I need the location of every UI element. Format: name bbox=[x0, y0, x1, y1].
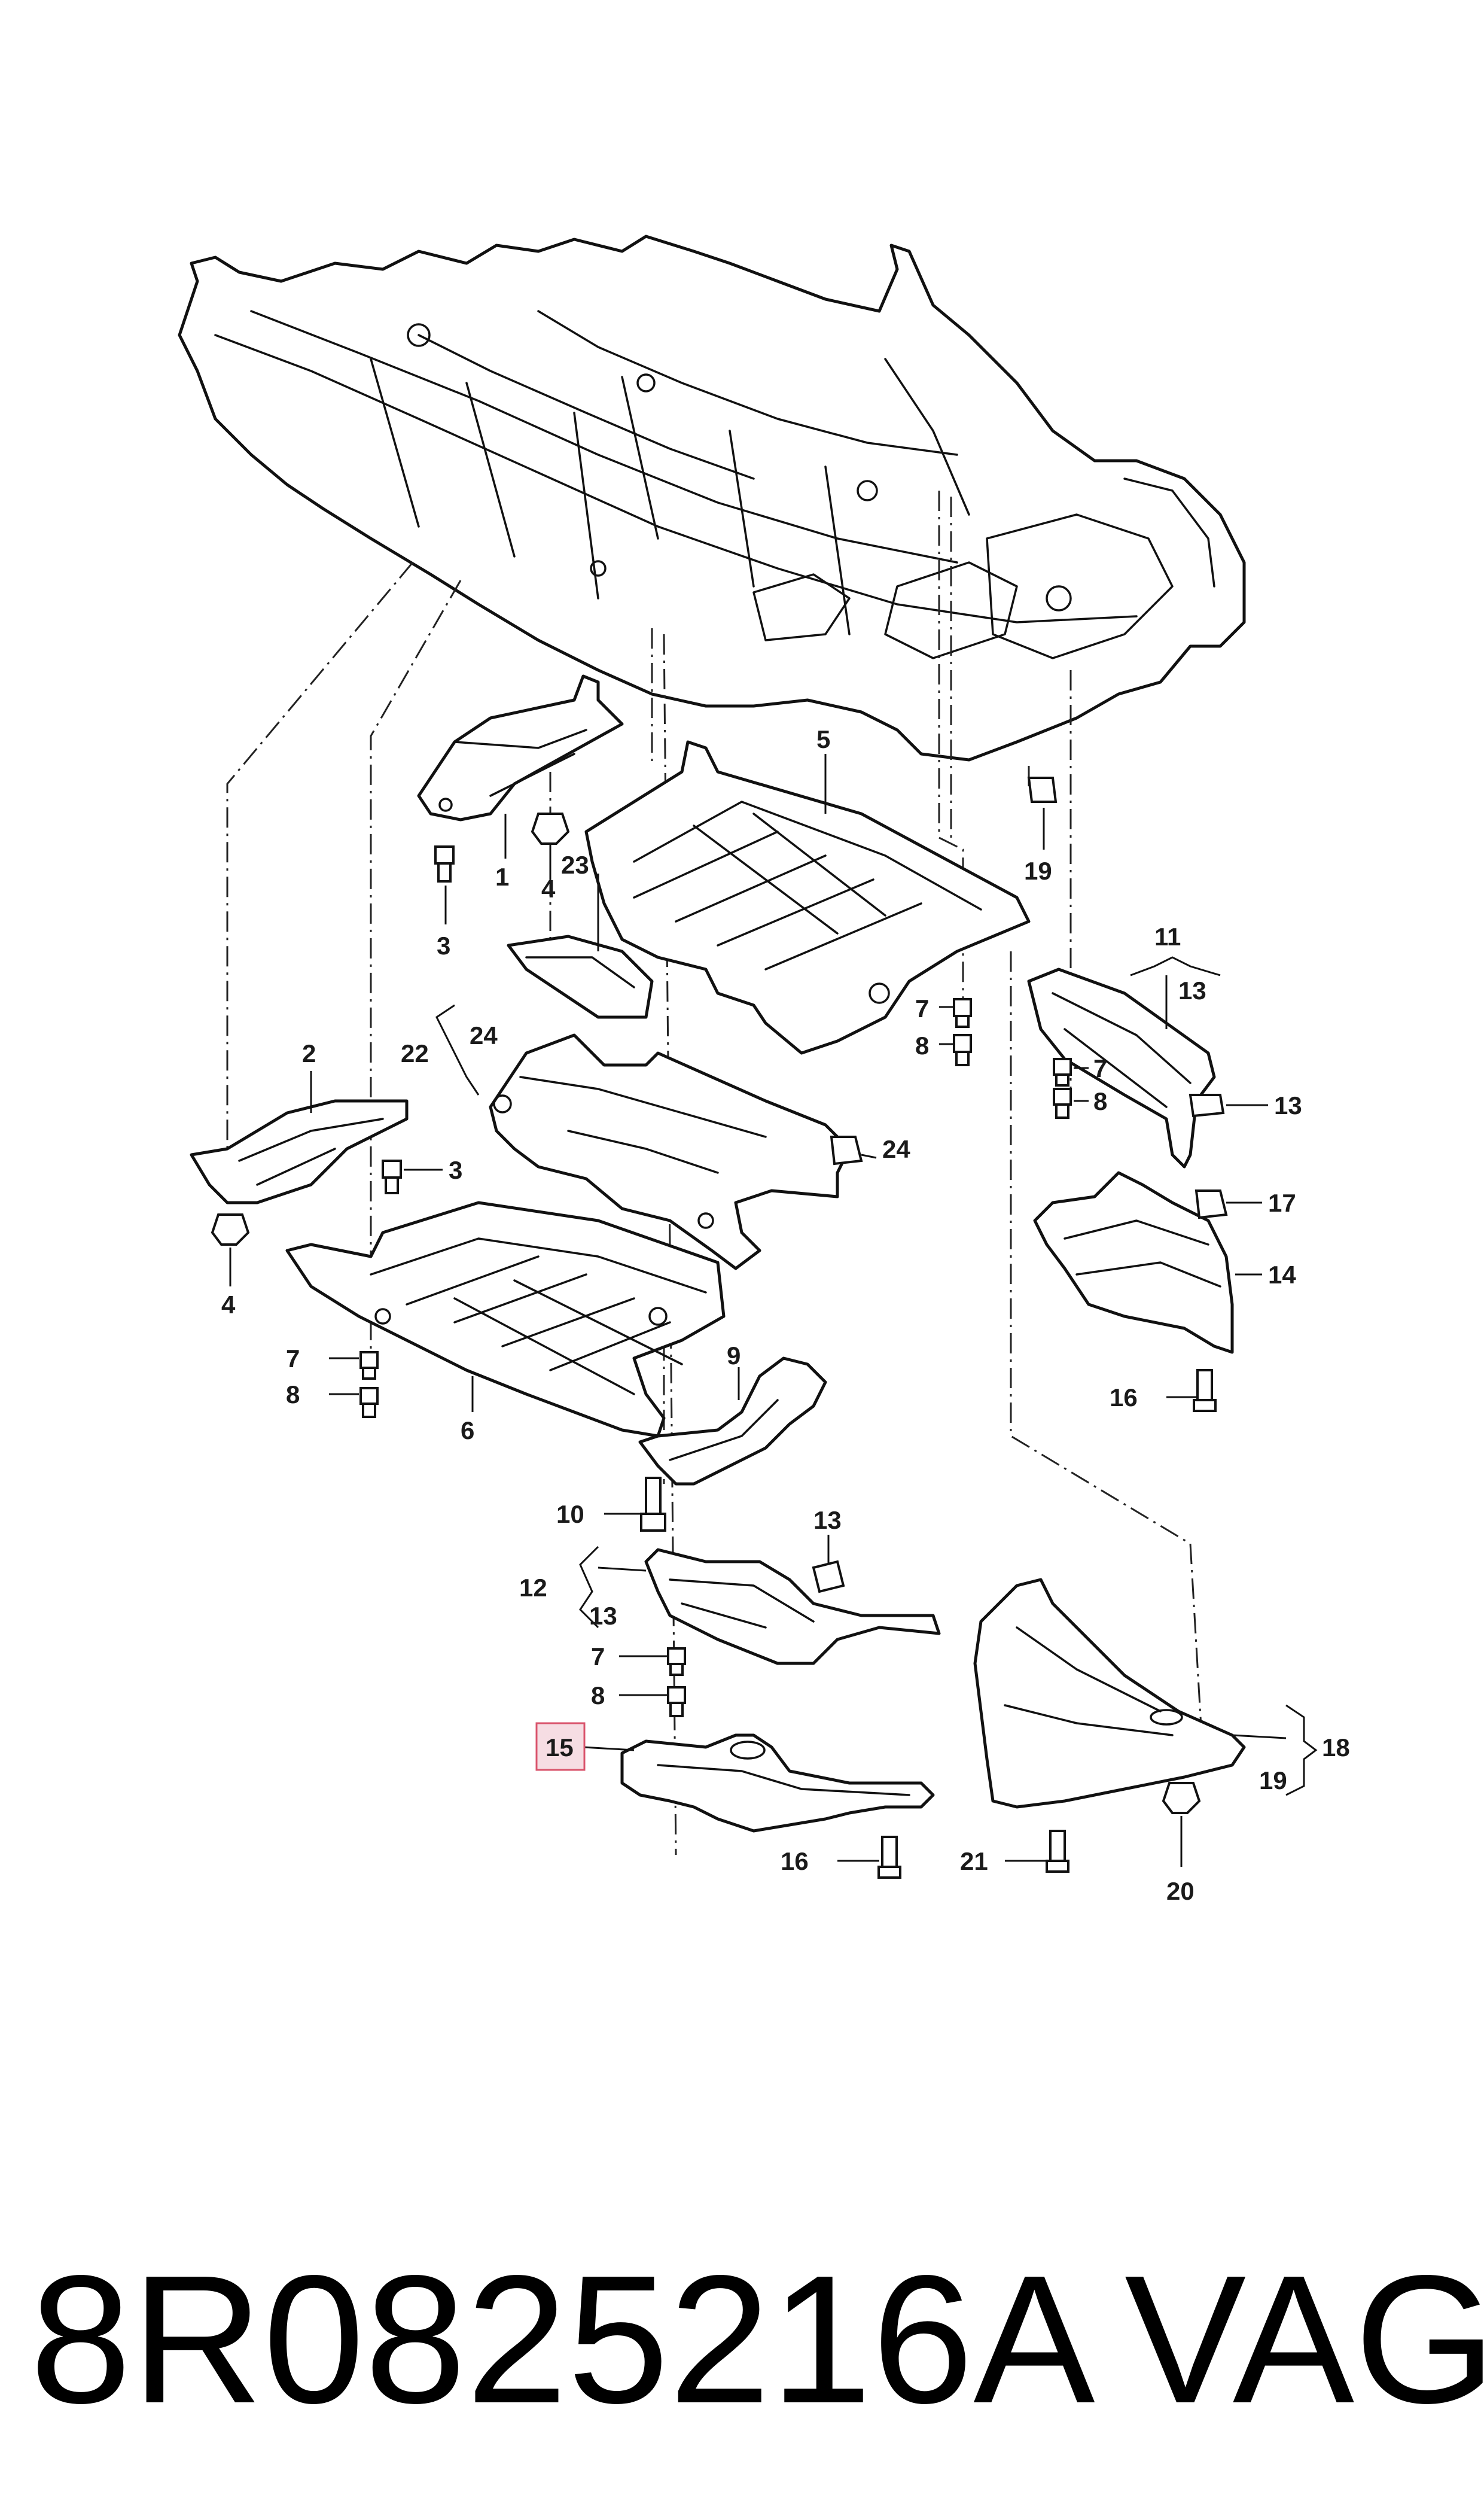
callout-19: 19 bbox=[1024, 857, 1052, 885]
brand-name: VAG bbox=[1125, 2237, 1484, 2441]
highlight-box-15 bbox=[535, 1722, 586, 1771]
callout-3: 3 bbox=[437, 932, 450, 960]
callout-8: 8 bbox=[915, 1032, 929, 1060]
nut-20 bbox=[1162, 1782, 1201, 1814]
callout-18: 18 bbox=[1322, 1733, 1350, 1762]
bolt-7-upper-right bbox=[953, 998, 972, 1028]
nut-4-lower bbox=[211, 1213, 250, 1246]
callout-24: 24 bbox=[882, 1135, 910, 1163]
callout-2: 2 bbox=[302, 1039, 316, 1067]
callout-4: 4 bbox=[541, 875, 556, 903]
clip-19-upper bbox=[1027, 777, 1058, 803]
callout-8: 8 bbox=[1093, 1087, 1107, 1115]
part-number: 8R0825216A bbox=[30, 2237, 1095, 2441]
callout-7: 7 bbox=[1093, 1054, 1107, 1082]
bolt-8-upper-right bbox=[953, 1034, 972, 1066]
callout-4: 4 bbox=[221, 1291, 236, 1319]
callout-8: 8 bbox=[286, 1380, 300, 1408]
part-18-rear-shield bbox=[973, 1578, 1246, 1809]
bolt-10 bbox=[640, 1477, 666, 1532]
part-12-bracket bbox=[644, 1548, 941, 1665]
clip-17 bbox=[1194, 1189, 1228, 1219]
car-underbody-outline bbox=[178, 235, 1246, 762]
callout-19: 19 bbox=[1259, 1766, 1287, 1794]
callout-7: 7 bbox=[915, 994, 929, 1023]
bolt-7-right bbox=[1053, 1058, 1072, 1087]
callout-7: 7 bbox=[286, 1344, 300, 1373]
callout-24: 24 bbox=[470, 1021, 498, 1049]
screw-16-lower bbox=[877, 1836, 901, 1879]
part-9-bracket bbox=[638, 1356, 827, 1486]
part-5-underbody-shield bbox=[584, 740, 1031, 1055]
callout-6: 6 bbox=[461, 1416, 474, 1444]
callout-13: 13 bbox=[589, 1602, 617, 1630]
bolt-7-lower-mid bbox=[667, 1647, 686, 1676]
part-23-panel bbox=[507, 935, 654, 1019]
leader-lines bbox=[229, 754, 1318, 1867]
callout-16: 16 bbox=[1110, 1383, 1138, 1411]
callout-8: 8 bbox=[591, 1681, 605, 1709]
callout-17: 17 bbox=[1268, 1189, 1296, 1217]
callout-16: 16 bbox=[781, 1847, 809, 1875]
callout-13: 13 bbox=[813, 1506, 842, 1534]
screw-16-right bbox=[1193, 1369, 1217, 1412]
clip-13-right bbox=[1189, 1094, 1225, 1118]
part-2-cover bbox=[190, 1099, 409, 1204]
callout-9: 9 bbox=[727, 1341, 741, 1370]
callout-13: 13 bbox=[1178, 976, 1206, 1005]
callout-1: 1 bbox=[495, 863, 509, 891]
part-14-shield bbox=[1033, 1171, 1234, 1354]
bolt-8-lower-left bbox=[359, 1387, 379, 1418]
part-number-caption: 8R0825216A VAG bbox=[30, 2214, 1484, 2465]
callout-12: 12 bbox=[519, 1574, 547, 1602]
callout-7: 7 bbox=[591, 1642, 605, 1671]
screw-21 bbox=[1046, 1830, 1069, 1873]
callout-labels: 1 4 23 5 19 3 11 13 7 8 2 24 22 7 8 13 3… bbox=[221, 725, 1350, 1905]
clip-13-mid bbox=[812, 1560, 845, 1593]
callout-22: 22 bbox=[401, 1039, 429, 1067]
callout-10: 10 bbox=[556, 1500, 584, 1528]
callout-5: 5 bbox=[816, 725, 830, 753]
callout-15: 15 bbox=[546, 1733, 574, 1762]
callout-3: 3 bbox=[449, 1156, 462, 1184]
bolt-3-upper bbox=[434, 845, 455, 883]
bolt-3-lower bbox=[382, 1160, 402, 1194]
callout-11: 11 bbox=[1154, 923, 1181, 951]
bolt-8-right bbox=[1053, 1088, 1072, 1119]
part-15-shield bbox=[620, 1733, 935, 1833]
part-6-underbody-shield bbox=[285, 1201, 726, 1438]
callout-14: 14 bbox=[1268, 1261, 1296, 1289]
part-22-center-panel bbox=[489, 1033, 851, 1270]
callout-23: 23 bbox=[561, 851, 589, 879]
nut-4-upper bbox=[531, 813, 570, 845]
bolt-8-lower-mid bbox=[667, 1686, 686, 1717]
callout-13: 13 bbox=[1274, 1091, 1302, 1119]
callout-21: 21 bbox=[960, 1847, 988, 1875]
callout-20: 20 bbox=[1166, 1877, 1194, 1905]
part-1-cover bbox=[417, 674, 624, 822]
clip-24 bbox=[830, 1136, 863, 1166]
bolt-7-lower-left bbox=[359, 1351, 379, 1380]
part-11-bracket bbox=[1027, 968, 1216, 1169]
